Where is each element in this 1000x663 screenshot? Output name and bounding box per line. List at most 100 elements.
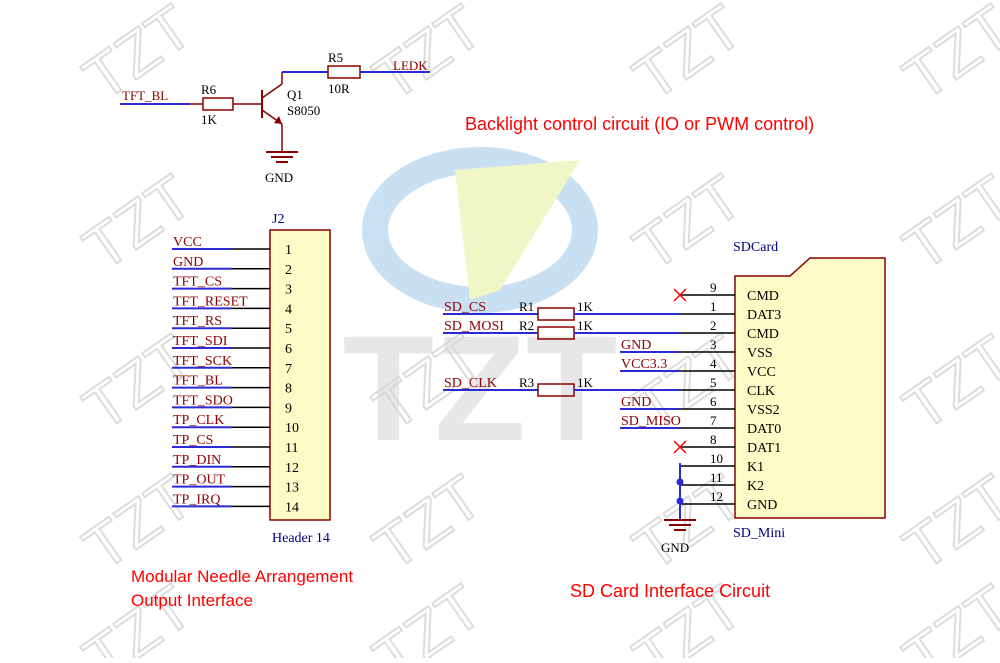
- header-pin: TFT_SDO 9: [172, 393, 292, 416]
- header-pin-number: 3: [285, 283, 292, 298]
- header-net-label: TFT_BL: [173, 374, 223, 389]
- sdcard-ref: SDCard: [733, 240, 778, 255]
- backlight-gnd-label: GND: [265, 170, 293, 185]
- sd-resistor-value: 1K: [577, 375, 594, 390]
- no-connect-mark: [673, 440, 687, 454]
- header-net-label: TFT_SDO: [173, 393, 233, 408]
- logo-swoosh: [455, 160, 580, 300]
- header-pin-number: 12: [285, 461, 299, 476]
- header-net-label: TP_IRQ: [173, 492, 220, 507]
- header-net-label: VCC: [173, 235, 202, 250]
- sd-pin-number: 11: [710, 470, 723, 485]
- sd-net-label: SD_MISO: [621, 414, 681, 429]
- sd-pin-number: 9: [710, 280, 717, 295]
- backlight-output-net: LEDK: [393, 58, 428, 73]
- sd-pin-name: CLK: [747, 384, 775, 399]
- sd-pin-number: 10: [710, 451, 723, 466]
- r5-ref: R5: [328, 50, 343, 65]
- r6-ref: R6: [201, 82, 217, 97]
- q1-part: S8050: [287, 103, 320, 118]
- header-pin-number: 6: [285, 342, 292, 357]
- sdcard-caption: SD Card Interface Circuit: [570, 581, 770, 601]
- r6-value: 1K: [201, 112, 218, 127]
- header-part: Header 14: [272, 531, 330, 546]
- sd-pin-number: 8: [710, 432, 717, 447]
- r5-resistor: [327, 65, 361, 79]
- backlight-caption: Backlight control circuit (IO or PWM con…: [465, 114, 814, 134]
- sd-resistor-value: 1K: [577, 299, 594, 314]
- header-pin: GND 2: [172, 255, 292, 278]
- sd-pin-number: 1: [710, 299, 717, 314]
- sd-pin-name: VCC: [747, 365, 776, 380]
- header-net-label: TFT_CS: [173, 275, 222, 290]
- sd-junction-k2: [676, 478, 684, 486]
- watermark-text: TZT: [622, 0, 755, 114]
- header-pin-number: 11: [285, 441, 298, 456]
- header-body: [269, 229, 331, 521]
- logo-ring: [362, 147, 598, 313]
- sd-net-label: SD_MOSI: [444, 319, 504, 334]
- sd-gnd-label: GND: [661, 540, 689, 555]
- watermark-text: TZT: [892, 322, 1000, 444]
- sdcard-part: SD_Mini: [733, 526, 785, 541]
- sd-net-label: SD_CLK: [444, 376, 497, 391]
- sd-resistor-ref: R2: [519, 318, 534, 333]
- header-net-label: TFT_SCK: [173, 354, 232, 369]
- sd-net-label: GND: [621, 338, 651, 353]
- header-pin: TFT_BL 8: [172, 374, 292, 397]
- header-net-label: TFT_RESET: [173, 294, 248, 309]
- header-pin-number: 7: [285, 362, 292, 377]
- header-pin-number: 13: [285, 481, 299, 496]
- sd-pin-number: 12: [710, 489, 723, 504]
- sd-pin-number: 7: [710, 413, 717, 428]
- sd-pin-name: CMD: [747, 327, 779, 342]
- q1-collector: [261, 83, 283, 99]
- sd-pin-name: K2: [747, 479, 764, 494]
- header-net-label: TFT_RS: [173, 314, 222, 329]
- sd-resistor-ref: R1: [519, 299, 534, 314]
- header-pin-list: VCC1GND2TFT_CS3TFT_RESET4TFT_RS5TFT_SDI6…: [172, 235, 299, 515]
- sd-junction-gnd: [676, 497, 684, 505]
- header-net-label: GND: [173, 255, 203, 270]
- watermark-text: TZT: [892, 162, 1000, 284]
- sd-pin-name: K1: [747, 460, 764, 475]
- header-pin-number: 8: [285, 382, 292, 397]
- header-pin-number: 14: [285, 500, 299, 515]
- header-pin: TFT_RS5: [172, 314, 292, 337]
- header-pin-number: 4: [285, 302, 292, 317]
- sdcard-body: [734, 257, 886, 519]
- header-net-label: TP_OUT: [173, 473, 226, 488]
- sd-pin-number: 3: [710, 337, 717, 352]
- sd-pin-name: VSS2: [747, 403, 780, 418]
- sd-net-label: VCC3.3: [621, 357, 667, 372]
- watermark-text: TZT: [362, 0, 495, 114]
- header-ref: J2: [272, 212, 284, 227]
- header-caption-line1: Modular Needle Arrangement: [131, 567, 353, 586]
- header-pin-number: 9: [285, 401, 292, 416]
- sd-pin-number: 4: [710, 356, 717, 371]
- header-pin-number: 2: [285, 263, 292, 278]
- center-logo: TZT: [343, 147, 617, 472]
- header-pin: TFT_SCK 7: [172, 354, 292, 377]
- sd-pin-number: 2: [710, 318, 717, 333]
- sd-pin-number: 6: [710, 394, 717, 409]
- sd-net-label: SD_CS: [444, 300, 486, 315]
- q1-emitter-arrow: [274, 116, 282, 124]
